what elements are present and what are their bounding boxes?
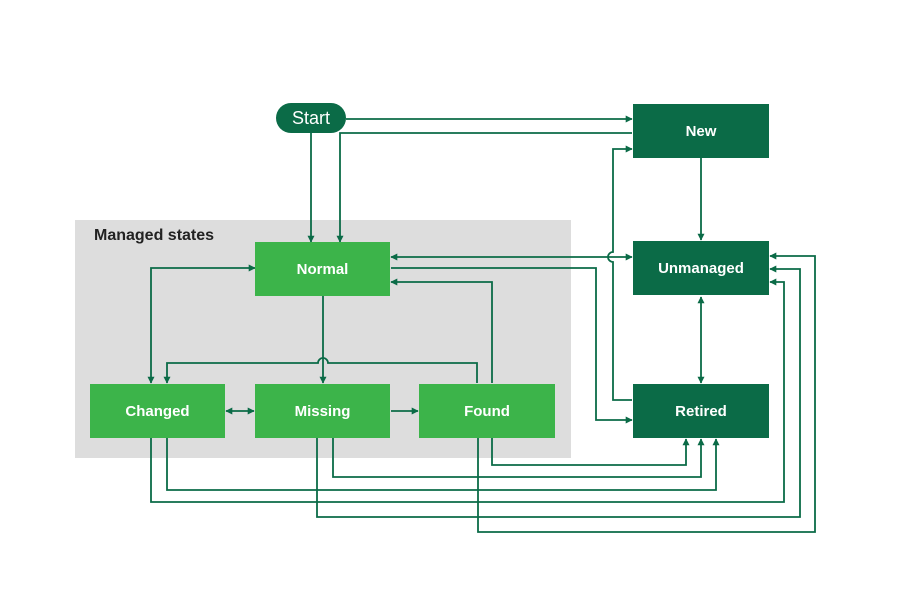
edge-retired-new (607, 145, 633, 401)
edge-changed-retired (166, 438, 720, 491)
edge-found-normal (390, 278, 493, 383)
edge-changed-unmanaged (150, 278, 785, 503)
edge-new-normal (336, 132, 632, 243)
missing-node: Missing (255, 384, 390, 438)
unmanaged-node: Unmanaged (633, 241, 769, 295)
edge-found-changed (163, 357, 478, 384)
new-node: New (633, 104, 769, 158)
managed-states-title: Managed states (94, 227, 215, 244)
edge-normal-retired (391, 267, 633, 424)
edge-missing-retired (332, 438, 705, 478)
edge-found-unmanaged (477, 252, 816, 533)
edge-normal-changed (147, 264, 256, 384)
changed-node: Changed (90, 384, 225, 438)
edge-found-retired (491, 438, 690, 466)
edge-missing-unmanaged (316, 265, 801, 518)
retired-node: Retired (633, 384, 769, 438)
start-node: Start (276, 103, 346, 133)
normal-node: Normal (255, 242, 390, 296)
found-node: Found (419, 384, 555, 438)
